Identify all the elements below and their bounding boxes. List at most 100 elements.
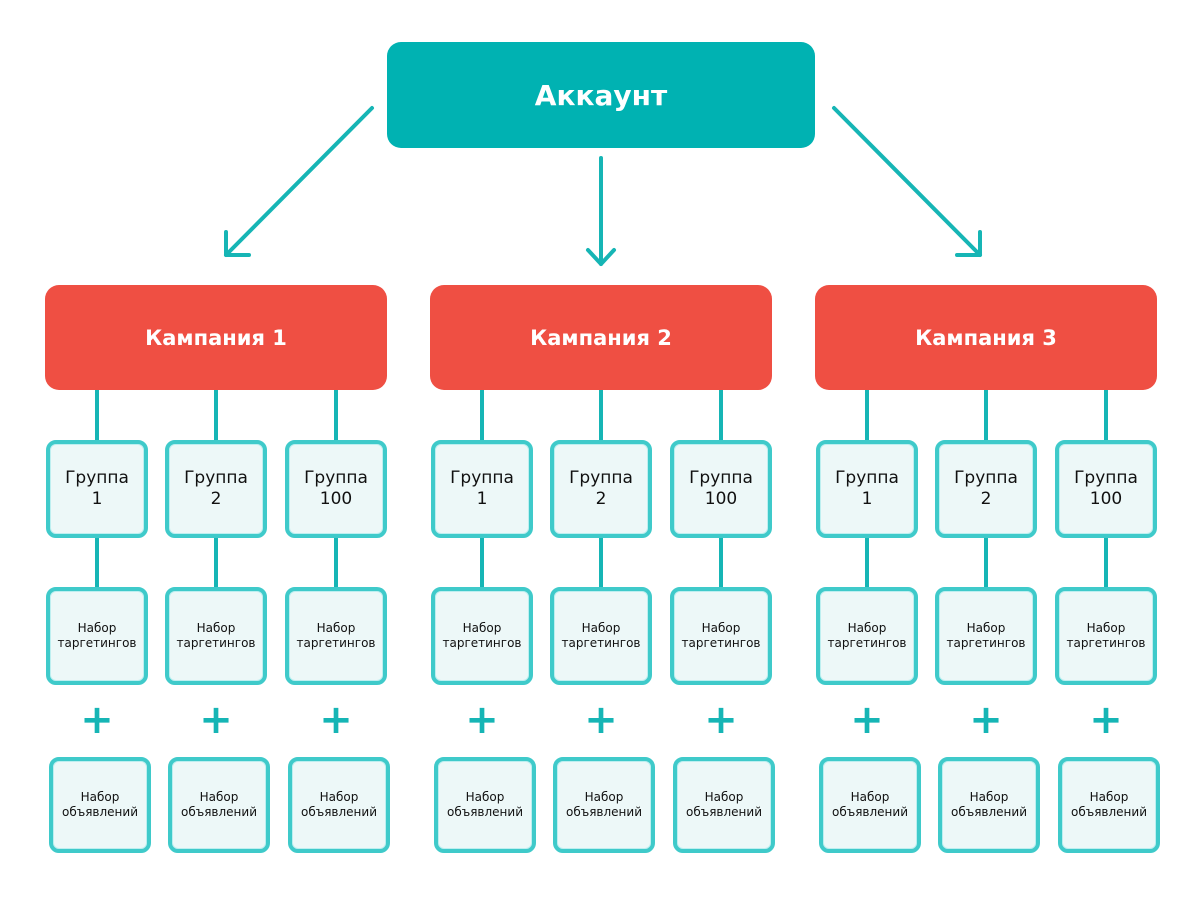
ad-set-line1: Набор <box>319 790 359 804</box>
group-line2: 1 <box>91 489 103 509</box>
ad-set-line2: объявлений <box>831 805 908 819</box>
group-line1: Группа <box>689 468 753 488</box>
plus-icon: + <box>199 697 233 743</box>
group-line2: 1 <box>861 489 873 509</box>
plus-icon: + <box>850 697 884 743</box>
plus-icon: + <box>584 697 618 743</box>
targeting-set-line1: Набор <box>966 621 1006 635</box>
targeting-set-line2: таргетингов <box>827 636 907 650</box>
group-line1: Группа <box>304 468 368 488</box>
ad-set-line2: объявлений <box>565 805 642 819</box>
targeting-set-line2: таргетингов <box>1066 636 1146 650</box>
plus-icon: + <box>465 697 499 743</box>
targeting-set-line2: таргетингов <box>946 636 1026 650</box>
group-line2: 2 <box>980 489 992 509</box>
ad-set-line1: Набор <box>584 790 624 804</box>
targeting-set-line1: Набор <box>462 621 502 635</box>
plus-icon: + <box>319 697 353 743</box>
ad-set-line2: объявлений <box>1070 805 1147 819</box>
arrow-to-campaign-1 <box>224 106 374 257</box>
campaign-box-1: Кампания 1 <box>45 285 387 390</box>
targeting-set-line1: Набор <box>701 621 741 635</box>
plus-icon: + <box>1089 697 1123 743</box>
arrowhead-campaign-1 <box>224 230 251 257</box>
group-line2: 1 <box>476 489 488 509</box>
group-line1: Группа <box>1074 468 1138 488</box>
plus-icon: + <box>969 697 1003 743</box>
targeting-set-line1: Набор <box>1086 621 1126 635</box>
group-line1: Группа <box>569 468 633 488</box>
ad-set-line1: Набор <box>465 790 505 804</box>
campaign-box-2: Кампания 2 <box>430 285 772 390</box>
group-line2: 100 <box>1089 489 1123 509</box>
targeting-set-line1: Набор <box>847 621 887 635</box>
arrow-to-campaign-3 <box>832 106 982 257</box>
targeting-set-line2: таргетингов <box>561 636 641 650</box>
ad-set-line2: объявлений <box>300 805 377 819</box>
ad-set-line1: Набор <box>80 790 120 804</box>
targeting-set-line1: Набор <box>581 621 621 635</box>
campaign-label: Кампания 3 <box>915 325 1057 350</box>
campaign-label: Кампания 1 <box>145 325 287 350</box>
account-label: Аккаунт <box>534 78 668 112</box>
ad-set-line1: Набор <box>199 790 239 804</box>
group-line1: Группа <box>65 468 129 488</box>
ad-set-line2: объявлений <box>950 805 1027 819</box>
arrowhead-campaign-2 <box>586 248 616 266</box>
campaign-box-3: Кампания 3 <box>815 285 1157 390</box>
targeting-set-line2: таргетингов <box>442 636 522 650</box>
campaign-label: Кампания 2 <box>530 325 672 350</box>
group-line2: 2 <box>210 489 222 509</box>
plus-icon: + <box>80 697 114 743</box>
targeting-set-line2: таргетингов <box>296 636 376 650</box>
group-line2: 100 <box>704 489 738 509</box>
group-line1: Группа <box>450 468 514 488</box>
targeting-set-line2: таргетингов <box>681 636 761 650</box>
group-line1: Группа <box>184 468 248 488</box>
